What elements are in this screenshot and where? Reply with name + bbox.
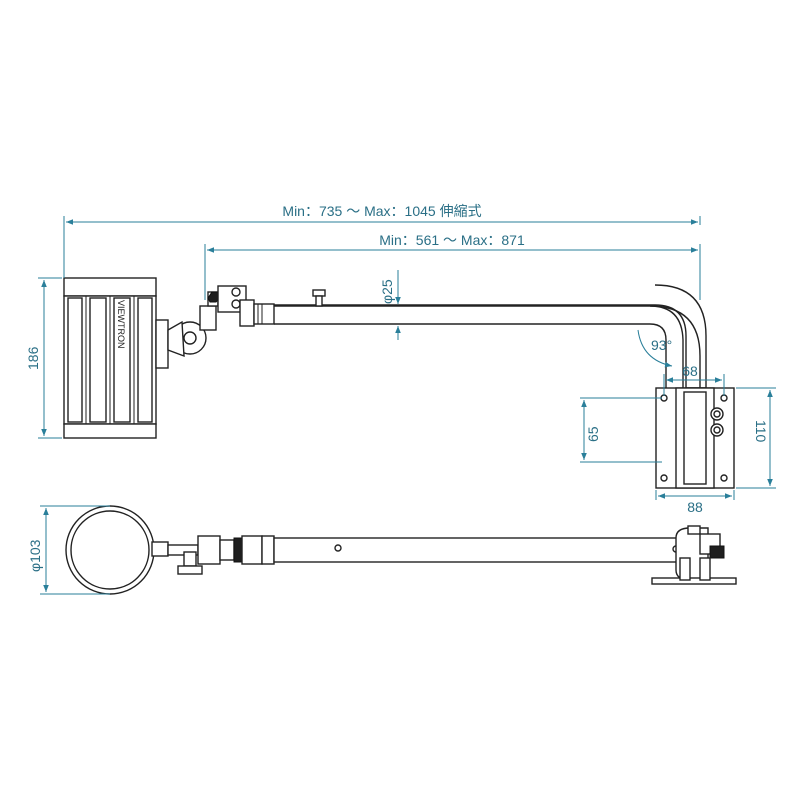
lamp-head: VIEWTRON <box>63 277 157 439</box>
top-bracket <box>651 525 737 585</box>
dim-light-height: 186 <box>25 277 62 439</box>
dim-light-diameter: φ103 <box>27 505 110 595</box>
pipe-diameter-label: φ25 <box>379 279 395 304</box>
dim-pipe-diameter: φ25 <box>379 270 401 340</box>
bracket-height-label: 110 <box>753 420 769 443</box>
wall-bracket <box>655 387 735 489</box>
arm-pipe <box>253 284 707 390</box>
light-diameter-label: φ103 <box>27 539 43 572</box>
dim-bracket-width: 88 <box>655 490 735 515</box>
arm-length-label: Min：561 ～ Max：871 <box>379 232 525 248</box>
lamp-mount-plate <box>155 319 169 369</box>
dim-bracket-height: 110 <box>736 387 776 489</box>
brand-logo: VIEWTRON <box>116 300 126 349</box>
dim-bend-angle: 93° <box>637 329 672 368</box>
dim-overall-length: Min：735 ～ Max：1045 伸縮式 <box>63 203 701 278</box>
dim-hole-spacing-v: 65 <box>580 397 662 463</box>
dim-hole-spacing-h: 68 <box>663 363 725 396</box>
hinge-joint <box>167 285 255 358</box>
overall-length-label: Min：735 ～ Max：1045 伸縮式 <box>282 203 481 219</box>
top-view: φ103 <box>27 505 737 595</box>
hole-spacing-v-label: 65 <box>585 426 601 442</box>
hole-spacing-h-label: 68 <box>682 363 698 379</box>
dim-arm-length: Min：561 ～ Max：871 <box>204 232 701 300</box>
top-pipe <box>273 537 685 563</box>
top-joint <box>167 535 275 575</box>
bend-angle-label: 93° <box>651 337 672 353</box>
bracket-width-label: 88 <box>687 499 703 515</box>
side-view: VIEWTRON <box>25 203 776 515</box>
light-height-label: 186 <box>25 346 41 370</box>
lamp-round-view <box>65 505 169 595</box>
